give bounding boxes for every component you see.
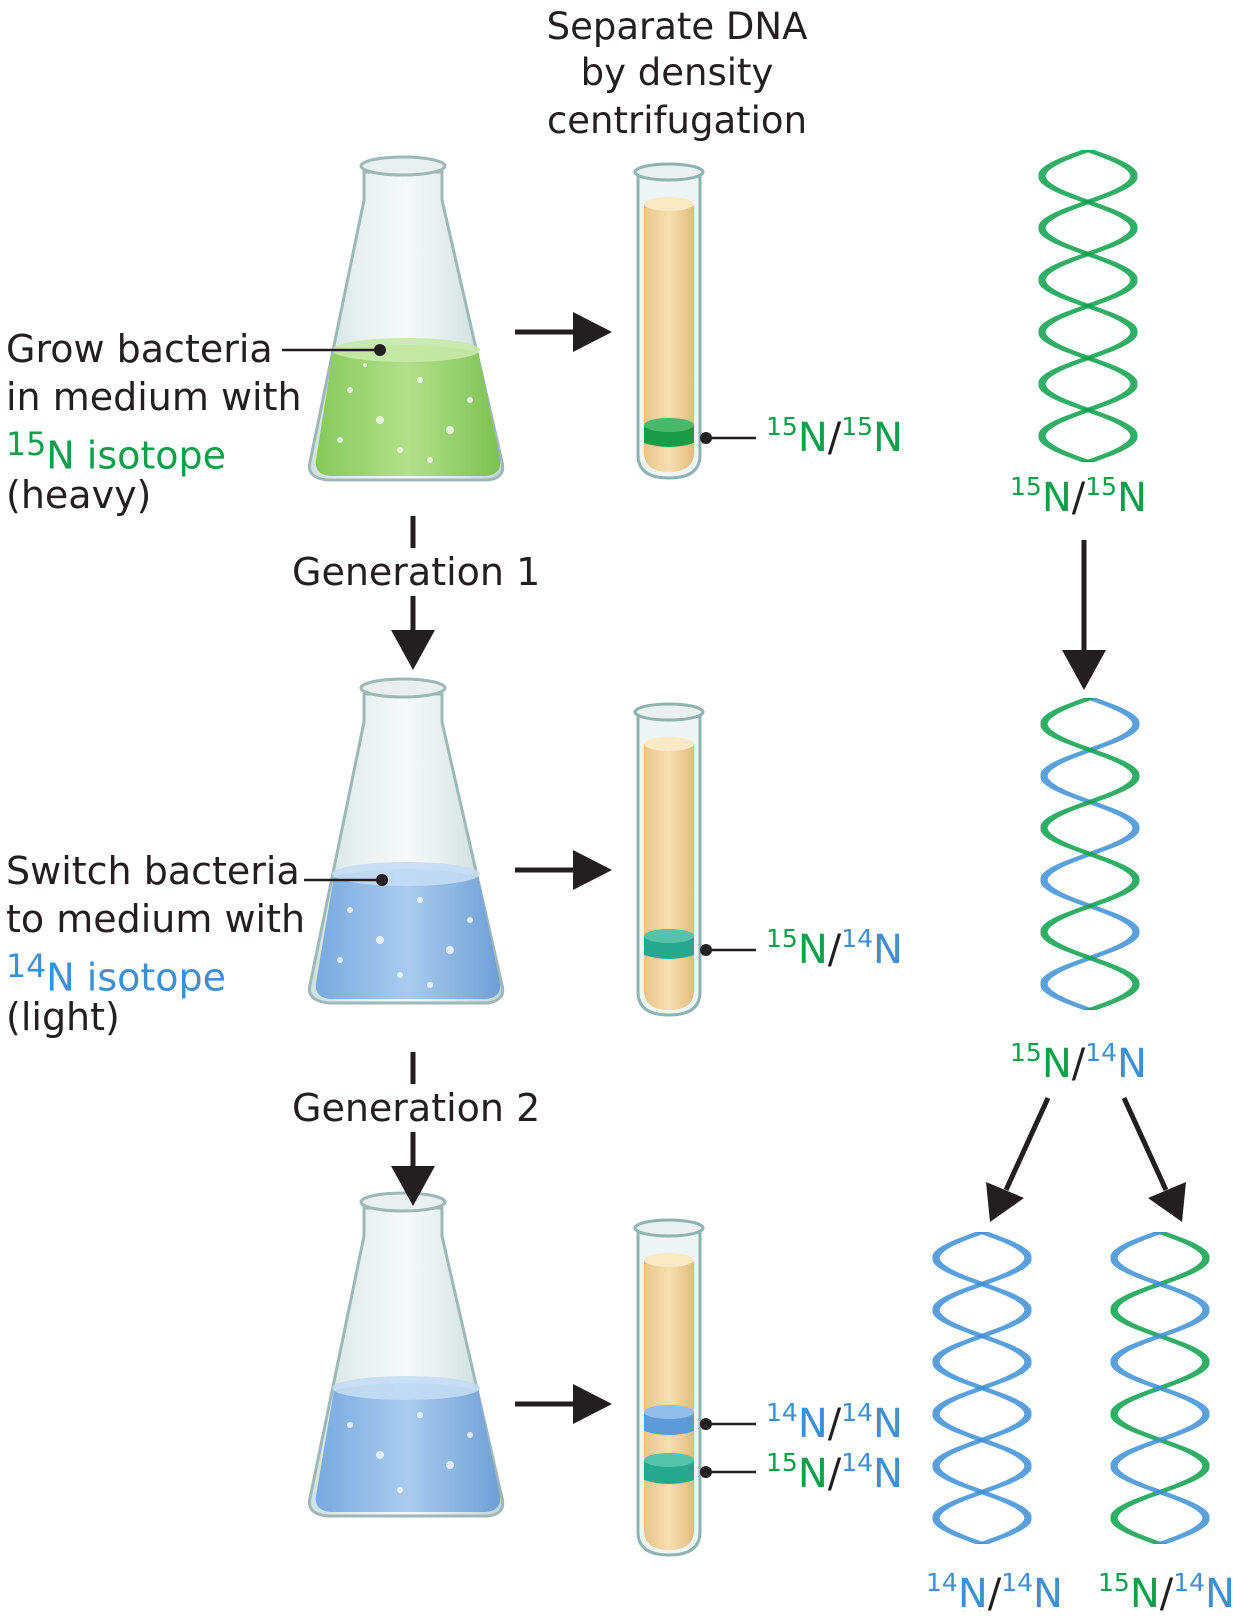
tube3-band-bottom-label: 15N/14N	[766, 1447, 903, 1497]
flask-heavy	[307, 155, 505, 482]
step2-line-1: Switch bacteria	[6, 849, 300, 893]
step1-isotope-mass: 15	[6, 427, 47, 463]
step2-line-4: (light)	[6, 995, 120, 1039]
generation-1-label: Generation 1	[288, 548, 545, 596]
dna-helix-hybrid-gen2	[1110, 1232, 1210, 1544]
tube3-band-top-label: 14N/14N	[766, 1397, 903, 1447]
tube-3	[633, 1218, 705, 1557]
dna-helix-heavy	[1038, 150, 1138, 462]
flask-light-gen2	[307, 1191, 505, 1518]
dna-helix-hybrid	[1040, 698, 1140, 1010]
tube-1	[633, 162, 705, 480]
helix1-label: 15N/15N	[1010, 471, 1147, 521]
helix2-label: 15N/14N	[1010, 1037, 1147, 1087]
helix-arrows	[986, 540, 1186, 1222]
dna-strand-2	[932, 1232, 1032, 1544]
step1-isotope: 15N isotope	[6, 420, 226, 481]
flask-to-tube-arrows	[515, 312, 612, 1424]
step2-isotope: 14N isotope	[6, 942, 226, 1003]
dna-strand-2	[1038, 150, 1138, 462]
step2-isotope-mass: 14	[6, 949, 47, 985]
step2-isotope-text: N isotope	[46, 955, 227, 1000]
step1-line-1: Grow bacteria	[6, 327, 273, 371]
generation-2-label: Generation 2	[288, 1084, 545, 1132]
flask2-pointer-dot	[376, 874, 388, 886]
dna-helix-light	[932, 1232, 1032, 1544]
flask1-pointer-dot	[374, 344, 386, 356]
dna-strand-2	[1110, 1232, 1210, 1544]
helix3-label: 14N/14N	[926, 1567, 1063, 1617]
header-line-1: Separate DNA	[546, 5, 808, 48]
step1-line-2: in medium with	[6, 375, 302, 419]
header-line-3: centrifugation	[546, 99, 808, 142]
helix4-label: 15N/14N	[1098, 1567, 1235, 1617]
flask-light-gen1	[307, 677, 505, 1005]
tube2-band-label: 15N/14N	[766, 923, 903, 973]
step1-isotope-text: N isotope	[46, 433, 227, 478]
tube1-band-label: 15N/15N	[766, 411, 903, 461]
tube-2	[633, 702, 705, 1017]
header-line-2: by density	[580, 51, 774, 94]
step2-line-2: to medium with	[6, 897, 306, 941]
band-pointers	[700, 432, 756, 1478]
step1-line-4: (heavy)	[6, 473, 152, 517]
dna-strand-2	[1040, 698, 1140, 1010]
